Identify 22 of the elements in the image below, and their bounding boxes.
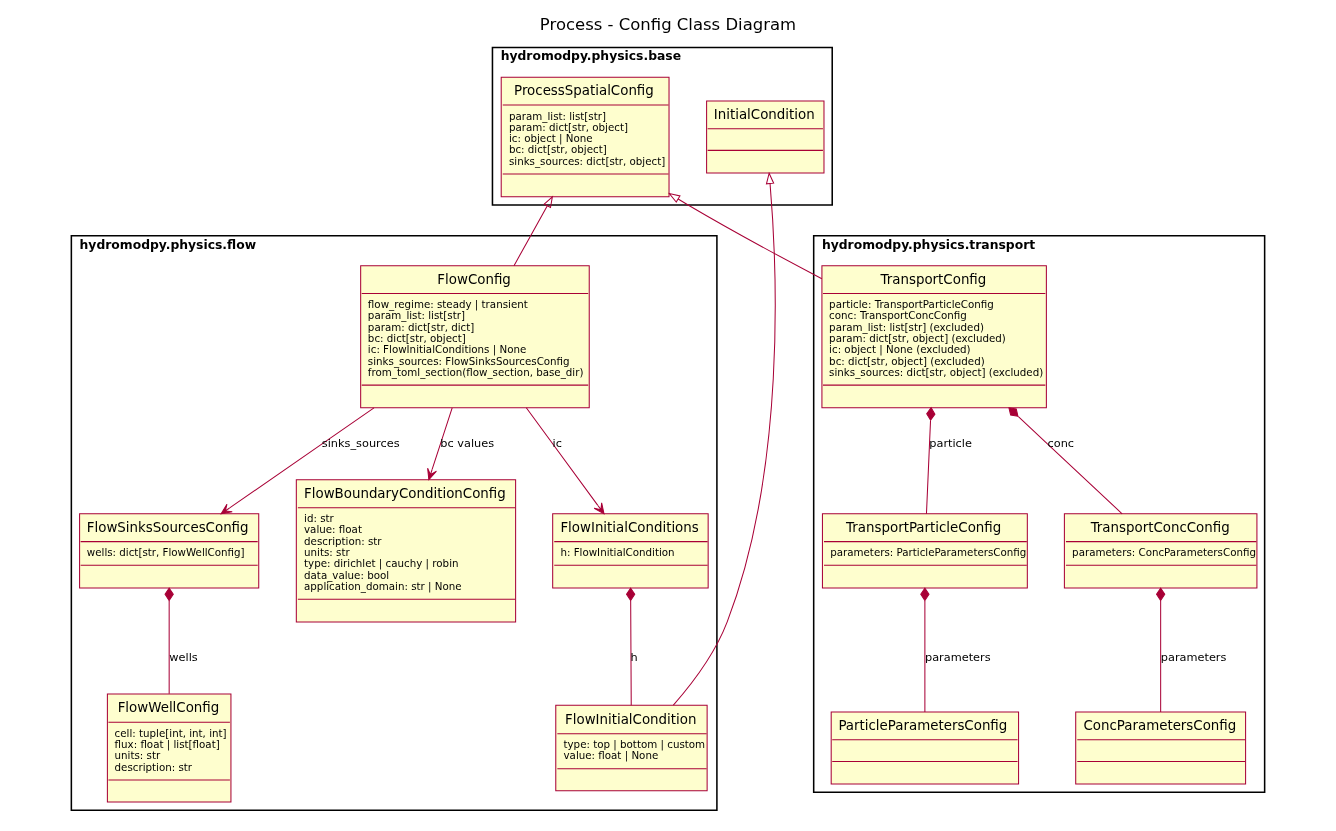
edge-label: sinks_sources — [321, 435, 400, 450]
edge-label: particle — [929, 435, 972, 450]
edge-label: h — [630, 649, 638, 664]
edge-label: parameters — [1160, 649, 1227, 664]
connector — [1008, 407, 1123, 515]
arrow — [668, 192, 823, 280]
edge-label: bc values — [440, 435, 495, 450]
connector — [920, 587, 930, 713]
edge-label: conc — [1047, 435, 1075, 450]
connector — [1155, 587, 1166, 713]
arrow — [220, 407, 375, 515]
connector — [164, 587, 174, 695]
arrow — [525, 407, 605, 515]
diagram-title: Process - Config Class Diagram — [539, 14, 797, 34]
arrow — [513, 195, 554, 267]
edge-label: ic — [552, 435, 563, 450]
edge-label: parameters — [925, 649, 991, 664]
arrow — [427, 407, 453, 481]
connector — [925, 406, 936, 515]
connector — [625, 587, 636, 706]
arrow — [672, 171, 776, 706]
edge-label: wells — [169, 649, 198, 664]
